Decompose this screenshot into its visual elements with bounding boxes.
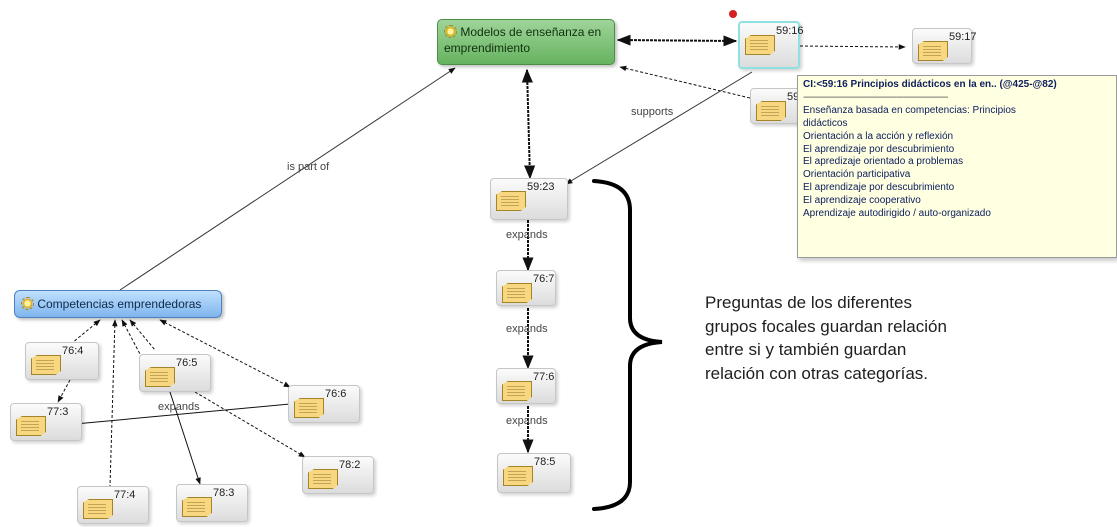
quotation-label: 59 <box>787 91 800 103</box>
link-comp-765b <box>121 319 141 355</box>
link-comp-764 <box>71 319 101 344</box>
link-modelos-59 <box>619 65 751 99</box>
link-modelos-5923 <box>521 68 536 180</box>
category-competencias-label: Competencias emprendedoras <box>37 297 202 311</box>
edge-label-supports: supports <box>631 106 674 118</box>
quotation-node-5923[interactable]: 59:23 <box>490 178 568 220</box>
quotation-label: 76:4 <box>62 345 84 357</box>
edge-label-expands: expands <box>506 229 548 241</box>
quotation-icon <box>308 469 338 489</box>
quotation-label: 77:6 <box>533 371 555 383</box>
quotation-node-767[interactable]: 76:7 <box>496 270 556 306</box>
annotation-note: Preguntas de los diferentes grupos focal… <box>705 291 1015 385</box>
quotation-label: 59:23 <box>527 181 555 193</box>
quotation-node-776[interactable]: 77:6 <box>496 368 556 404</box>
marker-dot <box>729 10 737 18</box>
quotation-node-783[interactable]: 78:3 <box>176 484 248 522</box>
quotation-icon <box>294 398 324 418</box>
quotation-node-5916[interactable]: 59:16 <box>738 21 804 69</box>
link-764-773 <box>57 379 71 403</box>
link-comp-765 <box>129 319 156 351</box>
quotation-icon <box>745 35 775 55</box>
quotation-icon <box>503 466 533 486</box>
tooltip-line: El aprendizaje por descubrimiento <box>803 182 955 194</box>
quotation-label: 77:4 <box>114 489 136 501</box>
quotation-label: 59:17 <box>949 31 977 43</box>
note-line: relación con otras categorías. <box>705 363 929 383</box>
tooltip-line: El aprendizaje por descubrimiento <box>803 143 955 155</box>
category-modelos-label-line2: emprendimiento <box>444 41 531 55</box>
quotation-label: 76:5 <box>176 357 198 369</box>
quotation-label: 76:7 <box>533 273 555 285</box>
quotation-icon <box>496 191 526 211</box>
quotation-tooltip: CI:<59:16 Principios didácticos en la en… <box>797 75 1117 258</box>
link-765-783 <box>169 391 201 485</box>
edge-label-is-part-of: is part of <box>287 161 330 173</box>
curly-brace <box>592 179 663 511</box>
sun-icon <box>444 25 457 38</box>
quotation-icon <box>502 283 532 303</box>
link-modelos-5916 <box>616 34 738 47</box>
tooltip-separator: ----------------------------------------… <box>803 91 948 103</box>
quotation-label: 59:16 <box>776 25 804 37</box>
link-comp-774 <box>109 319 118 487</box>
quotation-icon <box>918 41 948 61</box>
link-765-782 <box>194 391 306 458</box>
tooltip-line: Enseñanza basada en competencias: Princi… <box>803 104 1016 116</box>
quotation-label: 76:6 <box>325 388 347 400</box>
sun-icon <box>21 297 34 310</box>
quotation-node-782[interactable]: 78:2 <box>302 456 374 494</box>
quotation-label: 78:2 <box>339 459 361 471</box>
quotation-icon <box>31 355 61 375</box>
category-modelos-label-line1: Modelos de enseñanza en <box>460 25 602 39</box>
link-comp-766 <box>159 319 291 388</box>
quotation-node-765[interactable]: 76:5 <box>139 354 211 392</box>
tooltip-title: CI:<59:16 Principios didácticos en la en… <box>803 79 1057 90</box>
tooltip-line: Orientación participativa <box>803 169 911 181</box>
quotation-icon <box>145 367 175 387</box>
note-line: grupos focales guardan relación <box>705 316 947 336</box>
quotation-icon <box>502 381 532 401</box>
edge-label-expands: expands <box>506 323 548 335</box>
edge-label-expands: expands <box>158 401 200 413</box>
quotation-node-773[interactable]: 77:3 <box>10 403 82 441</box>
quotation-label: 78:5 <box>534 456 556 468</box>
link-supports <box>565 71 753 185</box>
tooltip-line: El apredizaje orientado a problemas <box>803 156 964 168</box>
link-766-773 <box>74 403 291 427</box>
link-5916-5917 <box>799 44 906 50</box>
tooltip-line: El aprendizaje cooperativo <box>803 195 921 207</box>
quotation-node-774[interactable]: 77:4 <box>77 486 149 524</box>
quotation-node-764[interactable]: 76:4 <box>25 342 99 380</box>
category-competencias[interactable]: Competencias emprendedoras <box>14 290 222 318</box>
quotation-label: 78:3 <box>213 487 235 499</box>
tooltip-line: Orientación a la acción y reflexión <box>803 130 954 142</box>
note-line: entre si y también guardan <box>705 340 907 359</box>
quotation-node-5917[interactable]: 59:17 <box>912 28 977 64</box>
quotation-label: 77:3 <box>47 406 69 418</box>
category-modelos-ensenanza[interactable]: Modelos de enseñanza en emprendimiento <box>437 19 615 65</box>
edge-label-expands: expands <box>506 415 548 427</box>
tooltip-line: Aprendizaje autodirigido / auto-organiza… <box>803 208 991 220</box>
note-line: Preguntas de los diferentes <box>705 293 912 312</box>
quotation-icon <box>83 499 113 519</box>
link-is-part-of <box>119 67 456 291</box>
quotation-icon <box>756 101 786 121</box>
quotation-icon <box>182 497 212 517</box>
quotation-node-785[interactable]: 78:5 <box>497 453 571 493</box>
tooltip-line: didácticos <box>803 117 848 129</box>
quotation-node-766[interactable]: 76:6 <box>288 385 360 423</box>
quotation-icon <box>16 416 46 436</box>
